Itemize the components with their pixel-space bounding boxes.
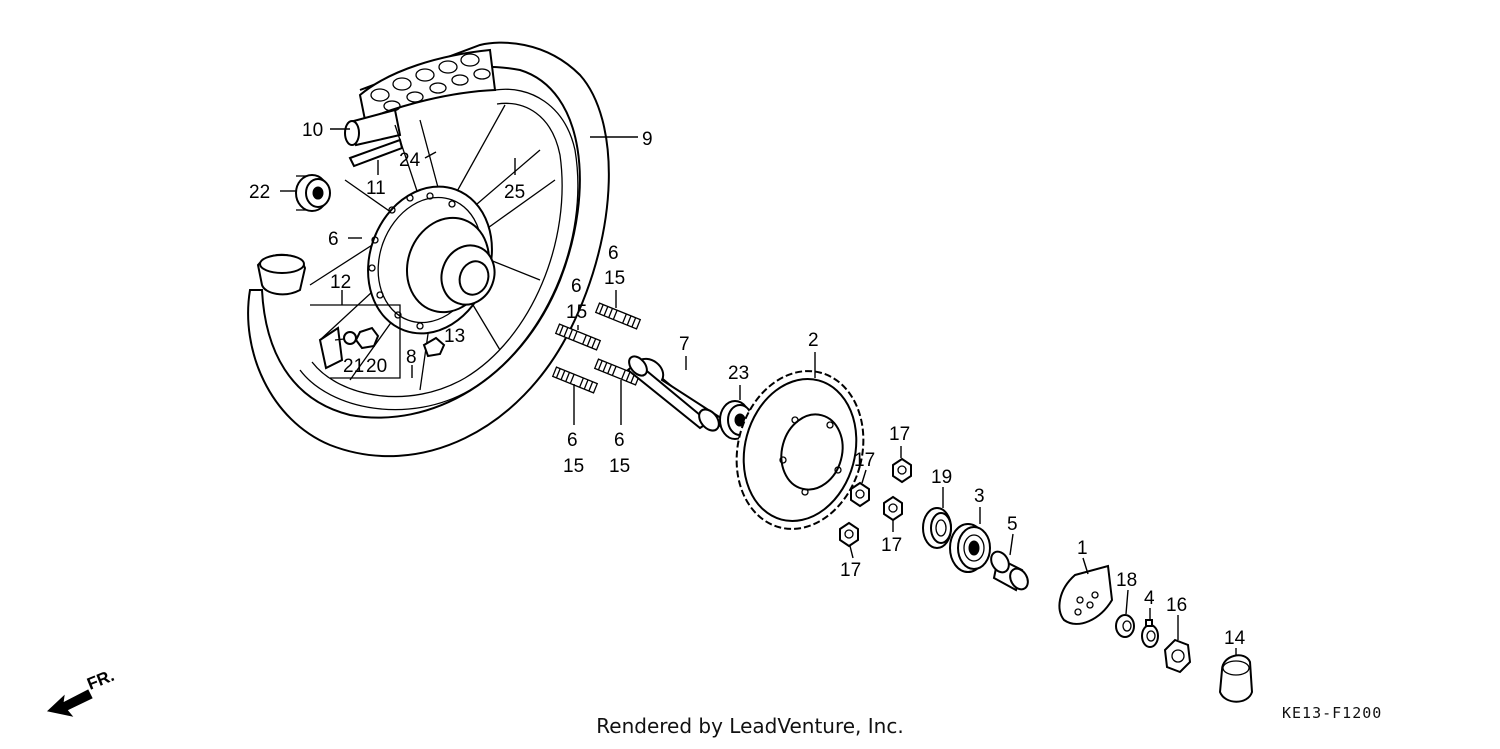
callout-17: 17 [840,560,861,581]
stud [594,302,642,330]
nuts-17 [839,457,912,548]
valve-parts [310,304,446,379]
callout-10: 10 [302,120,323,141]
nut [892,457,912,484]
front-direction-arrow: FR. [46,666,117,717]
callout-15: 15 [604,268,625,289]
callout-21: 21 [343,356,364,377]
callout-14: 14 [1224,628,1246,649]
callout-23: 23 [728,363,749,384]
arrow-icon [46,689,93,717]
callout-7: 7 [679,334,690,355]
lock-washer-4 [1141,619,1159,648]
callout-25: 25 [504,182,525,203]
collar-7 [626,355,726,432]
collar-5 [990,550,1029,592]
credit-text: Rendered by LeadVenture, Inc. [596,714,904,738]
callout-5: 5 [1007,514,1018,535]
oil-seal-19 [922,507,952,549]
callout-6: 6 [567,430,578,451]
sprocket-2 [735,370,865,530]
tube [256,108,402,296]
bearing-22 [295,174,331,212]
nut [850,481,870,508]
callout-17: 17 [881,535,902,556]
cap-14 [1218,654,1254,703]
callout-24: 24 [399,150,421,171]
callout-22: 22 [249,182,270,203]
callout-13: 13 [444,326,465,347]
callout-15: 15 [566,302,587,323]
bearing-3 [949,523,991,573]
callout-17: 17 [854,450,875,471]
callout-3: 3 [974,486,985,507]
callout-8: 8 [406,347,417,368]
callout-11: 11 [366,178,386,199]
stud [593,358,641,386]
rear-wheel-assembly [247,41,610,458]
callouts: 10 9 24 22 11 25 6 12 13 21 20 8 6 15 6 … [249,120,1246,649]
stud [551,366,599,394]
callout-16: 16 [1166,595,1187,616]
rim [299,88,579,411]
callout-6: 6 [614,430,625,451]
callout-2: 2 [808,330,819,351]
direction-label: FR. [84,666,117,694]
callout-6: 6 [571,276,582,297]
spokes [309,104,556,391]
stopper-plate-1 [1058,564,1114,625]
callout-20: 20 [366,356,387,377]
nut [839,521,859,548]
studs [551,302,642,394]
nut [883,495,903,522]
callout-19: 19 [931,467,952,488]
tire [247,41,610,458]
hub [367,185,496,335]
washer-18 [1115,614,1135,638]
callout-9: 9 [642,129,653,150]
nut-16 [1163,638,1192,674]
tire-tread [358,48,497,122]
callout-6: 6 [608,243,619,264]
leader-lines [280,128,1237,655]
callout-12: 12 [330,272,351,293]
callout-6: 6 [328,229,339,250]
callout-15: 15 [609,456,630,477]
callout-18: 18 [1116,570,1137,591]
bearing-23 [719,400,753,440]
callout-4: 4 [1144,588,1155,609]
callout-15: 15 [563,456,584,477]
callout-17: 17 [889,424,910,445]
diagram-code: KE13-F1200 [1282,704,1383,722]
stud [554,323,602,351]
callout-1: 1 [1077,538,1088,559]
